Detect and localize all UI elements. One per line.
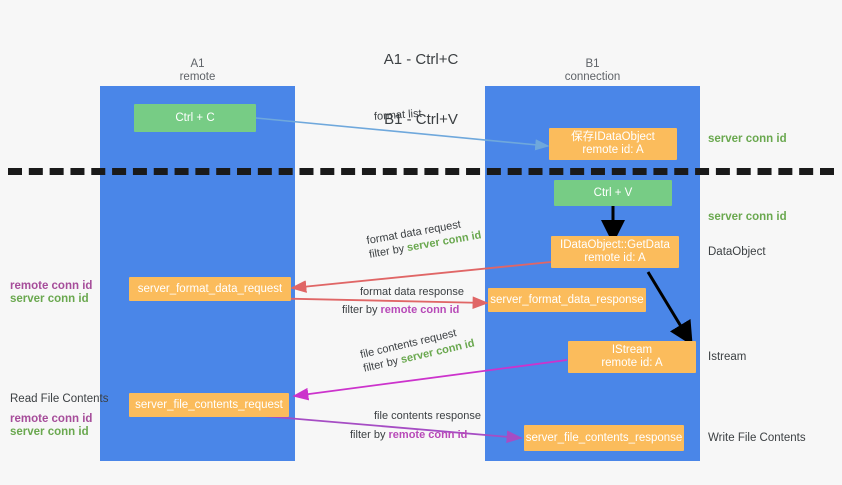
box-server-format-data-request-label: server_format_data_request (137, 282, 283, 295)
box-server-format-data-request[interactable]: server_format_data_request (129, 277, 291, 301)
box-ctrl-v[interactable]: Ctrl + V (554, 180, 672, 206)
note-left-server-conn-id-2: server conn id (10, 426, 89, 438)
box-server-file-contents-request-label: server_file_contents_request (135, 398, 283, 411)
note-server-conn-id-top: server conn id (708, 133, 787, 145)
box-ctrl-c[interactable]: Ctrl + C (134, 104, 256, 132)
column-a1-name: A1 (190, 58, 205, 70)
box-ctrl-c-label: Ctrl + C (175, 111, 215, 124)
box-server-file-contents-response[interactable]: server_file_contents_response (524, 425, 684, 451)
box-save-idataobject[interactable]: 保存IDataObject remote id: A (549, 128, 677, 160)
column-b1-name: B1 (585, 58, 600, 70)
edge-label-file-contents-response-filter: filter by remote conn id (350, 428, 481, 442)
box-save-idataobject-line1: 保存IDataObject (571, 131, 655, 143)
filter-prefix-2: filter by (342, 304, 381, 316)
section-divider (8, 168, 834, 175)
box-idataobject-getdata-line1: IDataObject::GetData (560, 239, 670, 251)
box-save-idataobject-line2: remote id: A (582, 144, 644, 156)
edge-label-format-data-response-main: format data response (360, 286, 464, 298)
box-server-format-data-response-label: server_format_data_response (490, 293, 644, 306)
column-header-b1: B1 connection (485, 58, 700, 84)
note-dataobject: DataObject (708, 246, 766, 258)
edge-label-file-contents-response-main: file contents response (374, 410, 482, 422)
note-left-remote-conn-id-2: remote conn id (10, 413, 93, 425)
box-idataobject-getdata[interactable]: IDataObject::GetData remote id: A (551, 236, 679, 268)
box-ctrl-v-label: Ctrl + V (593, 186, 633, 199)
note-server-conn-id-second: server conn id (708, 211, 787, 223)
column-b1-sub: connection (564, 71, 621, 83)
box-server-format-data-response[interactable]: server_format_data_response (488, 288, 646, 312)
edge-label-file-contents-request: file contents request filter by server c… (359, 323, 476, 376)
filter-value-remote-conn-id: remote conn id (380, 304, 460, 316)
filter-value-remote-conn-id-2: remote conn id (388, 429, 468, 441)
note-read-file-contents: Read File Contents (10, 393, 109, 405)
box-server-file-contents-response-label: server_file_contents_response (525, 431, 683, 444)
note-left-server-conn-id-1: server conn id (10, 293, 89, 305)
title-line-1: A1 - Ctrl+C (383, 51, 459, 68)
edge-label-format-list-text: format list (373, 107, 422, 123)
column-a1-sub: remote (179, 71, 216, 83)
edge-label-format-data-response-filter: filter by remote conn id (342, 303, 464, 317)
note-left-remote-conn-id-1: remote conn id (10, 280, 93, 292)
box-idataobject-getdata-line2: remote id: A (584, 252, 646, 264)
note-write-file-contents: Write File Contents (708, 432, 806, 444)
filter-prefix-4: filter by (350, 429, 389, 441)
column-header-a1: A1 remote (100, 58, 295, 84)
edge-label-file-contents-response: file contents response filter by remote … (350, 409, 482, 442)
box-istream-line1: IStream (611, 344, 653, 356)
note-istream: Istream (708, 351, 747, 363)
edge-label-format-data-request: format data request filter by server con… (366, 214, 483, 261)
box-server-file-contents-request[interactable]: server_file_contents_request (129, 393, 289, 417)
box-istream[interactable]: IStream remote id: A (568, 341, 696, 373)
edge-label-format-data-response: format data response filter by remote co… (342, 285, 464, 317)
box-istream-line2: remote id: A (601, 357, 663, 369)
